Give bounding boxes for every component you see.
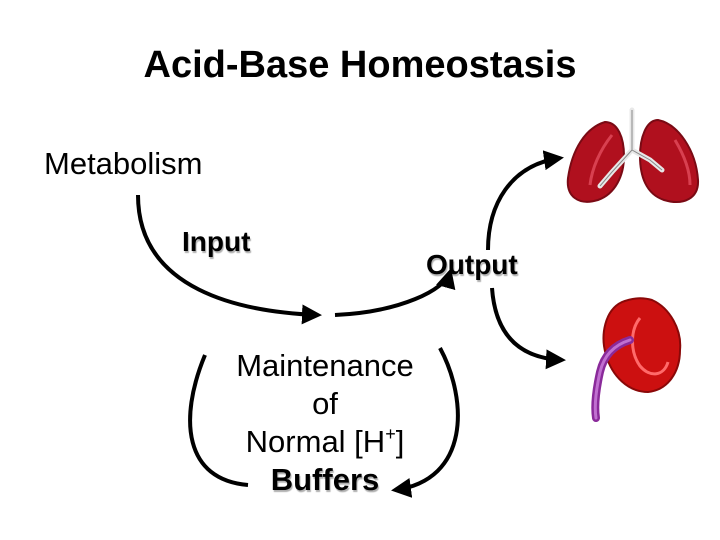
buffers-label: Buffers: [270, 462, 380, 497]
metabolism-label: Metabolism: [44, 146, 203, 181]
lungs-arrow: [486, 150, 564, 251]
lungs-icon: [566, 107, 700, 203]
maintenance-block: Maintenance of Normal [H+] Buffers: [190, 347, 460, 499]
normal-h-label: Normal [H+]: [190, 423, 460, 461]
buffer-loop-right: [391, 347, 460, 498]
buffer-loop-left: [188, 354, 249, 487]
normal-h-superscript: +: [385, 424, 396, 444]
output-arrow: [334, 268, 456, 317]
normal-h-prefix: Normal [H: [245, 424, 386, 459]
maintenance-label: Maintenance: [236, 348, 414, 383]
input-label: Input: [182, 226, 251, 257]
kidney-icon: [591, 297, 682, 422]
metabolism-input-arrow: [136, 194, 322, 325]
diagram-title: Acid-Base Homeostasis: [143, 44, 577, 86]
normal-h-suffix: ]: [395, 424, 405, 459]
kidney-arrow: [490, 287, 566, 370]
of-label: of: [312, 386, 338, 421]
